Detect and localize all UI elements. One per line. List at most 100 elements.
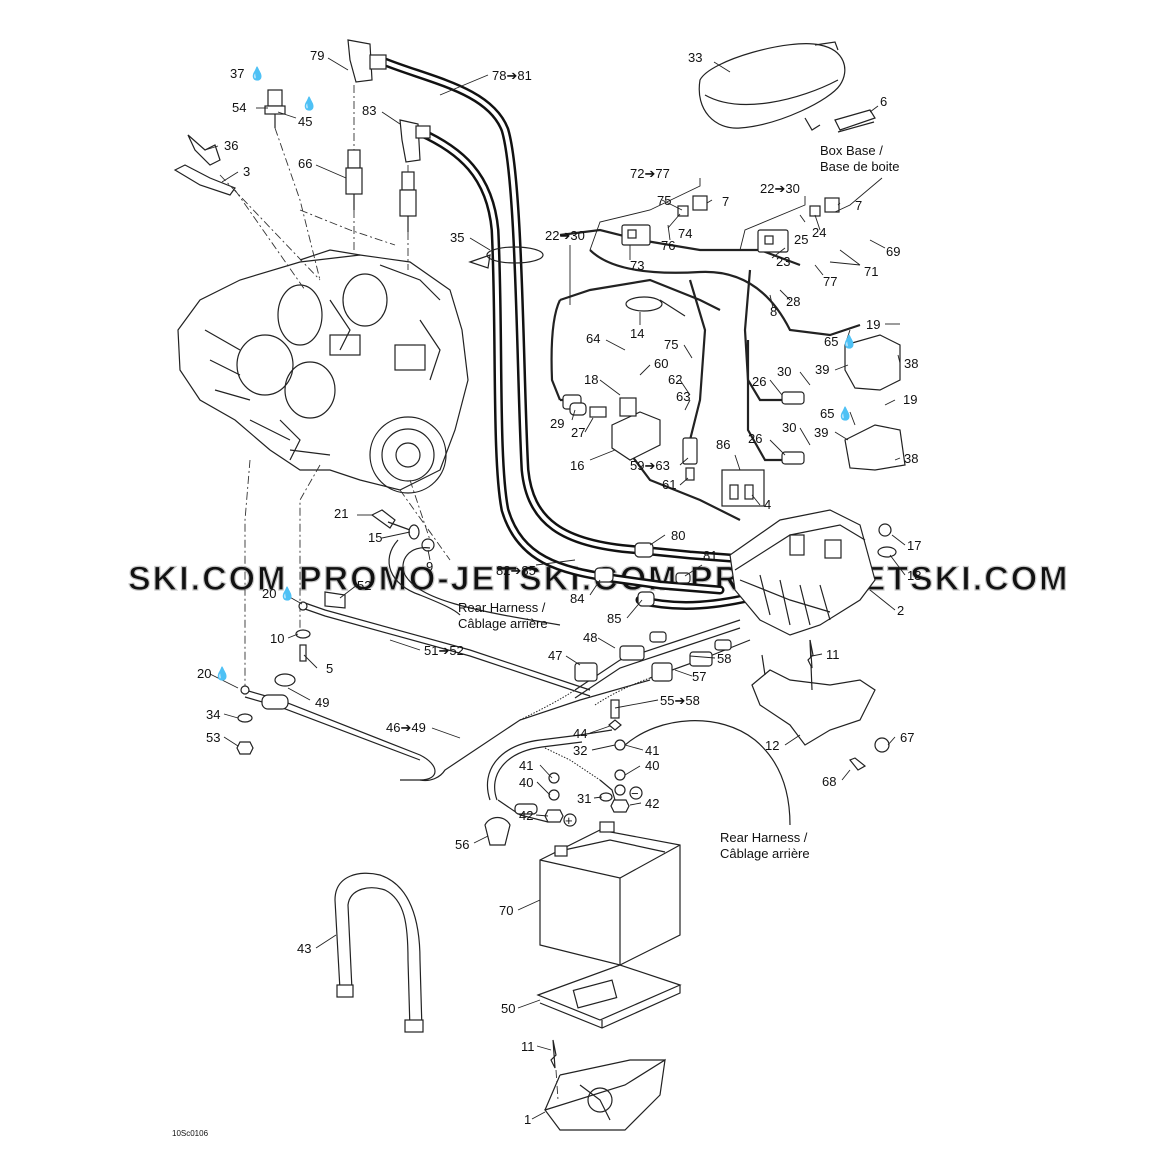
callout-52: 52: [357, 578, 371, 593]
callout-4: 4: [764, 497, 771, 512]
diagram-code: 10Sc0106: [172, 1129, 209, 1138]
callout-27: 27: [571, 425, 585, 440]
callout-85: 85: [607, 611, 621, 626]
clip-68: [849, 757, 867, 771]
callout-31: 31: [577, 791, 591, 806]
engine: [177, 249, 469, 494]
callout-33: 33: [688, 50, 702, 65]
callout-38b: 38: [904, 451, 918, 466]
grommet-80: [634, 542, 654, 558]
callout-64: 64: [586, 331, 600, 346]
positive-cable-47: [519, 619, 741, 721]
callout-30b: 30: [782, 420, 796, 435]
grommet-84: [594, 567, 614, 583]
callout-70: 70: [499, 903, 513, 918]
sensor-54: [264, 89, 286, 128]
screw-11b: [550, 1039, 557, 1069]
clip-14: [625, 296, 686, 317]
negative-cable-55: [594, 639, 751, 706]
callout-43: 43: [297, 941, 311, 956]
callout-25: 25: [794, 232, 808, 247]
box-base-12: [751, 639, 876, 746]
callout-39a: 39: [815, 362, 829, 377]
callout-74: 74: [678, 226, 692, 241]
drop-65b: 💧: [837, 406, 853, 421]
callout-38a: 38: [904, 356, 918, 371]
callout-45: 45: [298, 114, 312, 129]
spark-plug-66: [345, 149, 363, 210]
bracket-3: [173, 164, 236, 196]
callout-65b: 65: [820, 406, 834, 421]
callout-79: 79: [310, 48, 324, 63]
callout-77: 77: [823, 274, 837, 289]
callout-59-63: 59➔63: [630, 458, 670, 473]
battery-cable-lower: [486, 729, 616, 823]
washer-15: [408, 524, 420, 540]
terminal-27: [589, 406, 607, 418]
callout-22-30a: 22➔30: [760, 181, 800, 196]
callout-75b: 75: [664, 337, 678, 352]
callout-82-85: 82➔85: [496, 563, 536, 578]
callout-2: 2: [897, 603, 904, 618]
rear-harness-1-label-2: Câblage arrière: [458, 616, 548, 631]
module-2: [729, 509, 876, 636]
callout-20b: 20: [197, 666, 211, 681]
callout-3: 3: [243, 164, 250, 179]
text-labels: Box Base / Base de boite Rear Harness / …: [172, 143, 900, 1138]
callout-76: 76: [661, 238, 675, 253]
screw-11a: [807, 639, 814, 669]
callout-60: 60: [654, 356, 668, 371]
rear-harness-curve-1: [388, 539, 461, 616]
callout-40b: 40: [519, 775, 533, 790]
callout-9: 9: [426, 559, 433, 574]
relay-16: [611, 397, 661, 461]
grommet-85: [637, 591, 655, 607]
callout-11b: 11: [521, 1039, 535, 1054]
leader-lines: [204, 57, 906, 1120]
callout-8: 8: [770, 304, 777, 319]
pin-74: [677, 205, 689, 217]
callout-14: 14: [630, 326, 644, 341]
callout-24: 24: [812, 225, 826, 240]
terminal-7a: [692, 195, 708, 211]
callout-55-58: 55➔58: [660, 693, 700, 708]
callout-35: 35: [450, 230, 464, 245]
callout-75a: 75: [657, 193, 671, 208]
tray-50: [536, 964, 682, 1029]
spark-plug-cap-79: [347, 39, 387, 83]
callout-56: 56: [455, 837, 469, 852]
callout-26a: 26: [752, 374, 766, 389]
callout-63: 63: [676, 389, 690, 404]
callout-42a: 42: [645, 796, 659, 811]
connector-73: [621, 224, 651, 246]
callout-10: 10: [270, 631, 284, 646]
callout-20a: 20: [262, 586, 276, 601]
callout-46-49: 46➔49: [386, 720, 426, 735]
pin-24: [809, 205, 821, 217]
callout-73: 73: [630, 258, 644, 273]
callout-41a: 41: [645, 743, 659, 758]
callout-71: 71: [864, 264, 878, 279]
callout-32: 32: [573, 743, 587, 758]
callout-47: 47: [548, 648, 562, 663]
drop-45: 💧: [301, 96, 317, 111]
callout-29: 29: [550, 416, 564, 431]
callout-11a: 11: [826, 647, 840, 662]
callout-65a: 65: [824, 334, 838, 349]
callout-84: 84: [570, 591, 584, 606]
seal-6: [834, 109, 876, 133]
callout-23: 23: [776, 254, 790, 269]
cap-56: [484, 816, 511, 846]
fuse-86: [721, 469, 765, 507]
callout-78-81: 78➔81: [492, 68, 532, 83]
drop-37: 💧: [249, 66, 265, 81]
nut-17: [878, 523, 892, 537]
callout-37: 37: [230, 66, 244, 81]
battery-support-1: [544, 1058, 666, 1131]
battery-70: [539, 821, 681, 966]
callout-42b: 42: [519, 808, 533, 823]
callout-34: 34: [206, 707, 220, 722]
callout-80: 80: [671, 528, 685, 543]
washer-13: [877, 546, 897, 558]
